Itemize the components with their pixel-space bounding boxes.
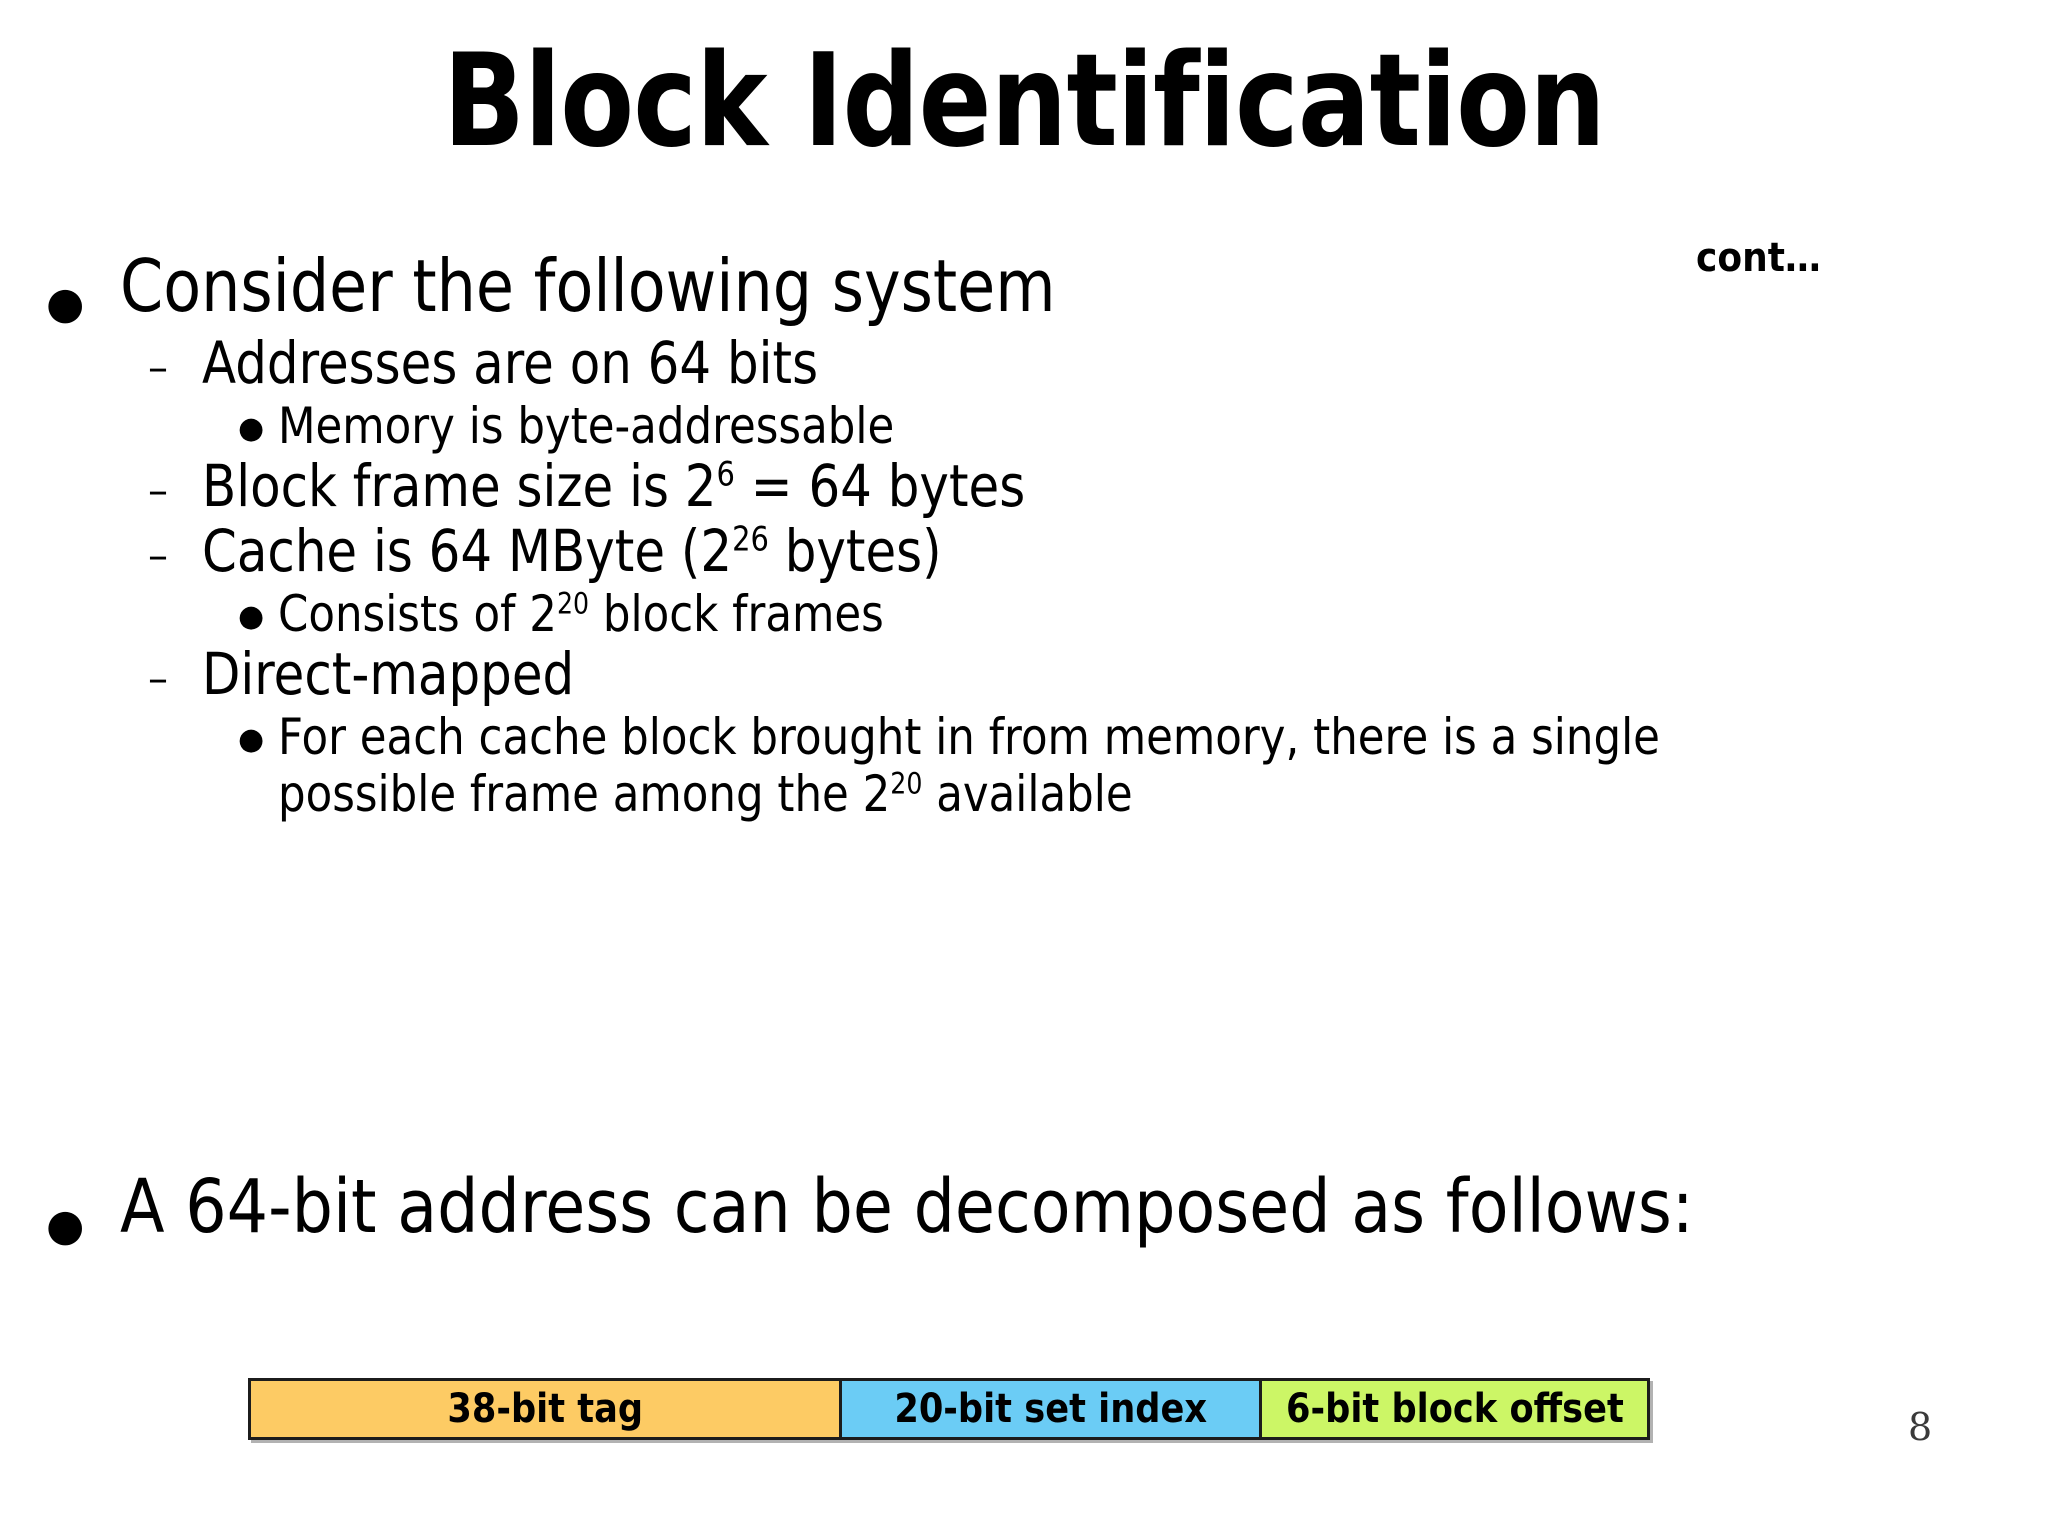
address-field-label: 20-bit set index [894, 1386, 1207, 1432]
bullet-marker-level1: ● [46, 278, 85, 329]
bullet-text: A 64-bit address can be decomposed as fo… [120, 1164, 1694, 1250]
bullet-item-block-frame-count: ● Consists of 220 block frames [0, 586, 2048, 643]
bullet-text: Direct-mapped [202, 640, 575, 709]
bullet-item-block-frame-size: – Block frame size is 26 = 64 bytes [0, 451, 2048, 520]
bullet-text-pre: For each cache block brought in from mem… [278, 707, 1660, 823]
bullet-marker-level1: ● [46, 1200, 85, 1251]
exponent: 20 [556, 586, 590, 621]
bullet-text: Block frame size is 26 = 64 bytes [202, 451, 2044, 520]
exponent: 20 [890, 766, 923, 801]
bullet-item-address-decomposition: ● A 64-bit address can be decomposed as … [0, 1164, 2048, 1251]
bullet-item-consider-system: ● Consider the following system [0, 244, 2048, 329]
bullet-item-memory-byte-addressable: ● Memory is byte-addressable [0, 396, 2048, 455]
bullet-marker-level2: – [148, 344, 168, 391]
bullet-text: Consider the following system [120, 244, 1056, 328]
bullet-text: Addresses are on 64 bits [202, 328, 819, 397]
bullet-text-post: = 64 bytes [734, 451, 1026, 520]
bullet-item-cache-size: – Cache is 64 MByte (226 bytes) [0, 517, 2048, 586]
bullet-list: ● Consider the following system – Addres… [0, 244, 2048, 823]
bullet-marker-level3: ● [238, 410, 265, 446]
address-field-label: 6-bit block offset [1285, 1386, 1624, 1432]
bullet-text-post: bytes) [768, 517, 942, 586]
bullet-text: Consists of 220 block frames [278, 586, 2048, 643]
bullet-text-pre: Block frame size is 2 [202, 451, 717, 520]
bullet-text: For each cache block brought in from mem… [278, 707, 1774, 823]
bullet-marker-level2: – [148, 656, 168, 703]
address-field-set-index: 20-bit set index [839, 1381, 1259, 1437]
bullet-text: Cache is 64 MByte (226 bytes) [202, 517, 2044, 586]
exponent: 6 [716, 454, 735, 494]
bullet-text-post: available [922, 764, 1133, 823]
address-layout-diagram: 38-bit tag 20-bit set index 6-bit block … [248, 1378, 1650, 1440]
bullet-item-addresses-64-bits: – Addresses are on 64 bits [0, 328, 2048, 397]
bullet-item-direct-mapped: – Direct-mapped [0, 640, 2048, 709]
page-number: 8 [1908, 1405, 1933, 1449]
bullet-marker-level2: – [148, 467, 168, 514]
bullet-item-single-possible-frame: ● For each cache block brought in from m… [0, 707, 2048, 823]
bullet-text-pre: Consists of 2 [278, 585, 557, 644]
bullet-text-post: block frames [589, 585, 884, 644]
bullet-text: Memory is byte-addressable [278, 396, 895, 455]
address-field-block-offset: 6-bit block offset [1259, 1381, 1647, 1437]
address-field-label: 38-bit tag [447, 1386, 643, 1432]
exponent: 26 [732, 520, 769, 560]
address-field-tag: 38-bit tag [251, 1381, 839, 1437]
page-title: Block Identification [443, 27, 1606, 176]
bullet-marker-level3: ● [238, 599, 265, 635]
bullet-marker-level2: – [148, 533, 168, 580]
bullet-marker-level3: ● [238, 721, 265, 757]
bullet-text-pre: Cache is 64 MByte (2 [202, 517, 733, 586]
continuation-note: cont… [1696, 235, 1821, 281]
